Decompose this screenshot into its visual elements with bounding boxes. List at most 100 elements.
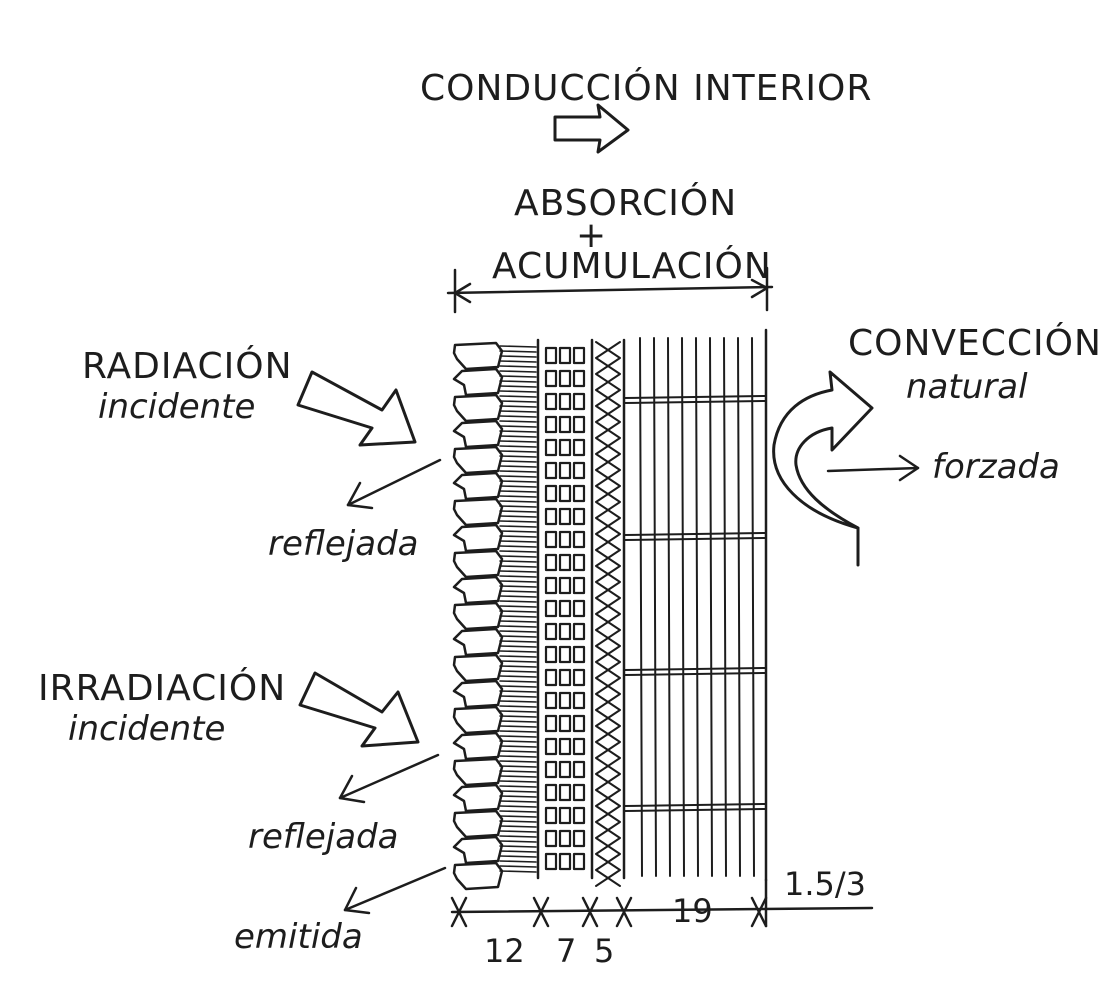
board-line	[653, 337, 657, 877]
brick-cell	[558, 691, 572, 710]
hatch-line	[499, 795, 537, 798]
hatch-line	[499, 540, 537, 543]
bottom-dimension-line	[450, 878, 874, 928]
hatch-line	[499, 865, 537, 868]
hatch-line	[499, 860, 537, 863]
hatch-line	[499, 725, 537, 728]
hatch-line	[499, 825, 537, 828]
brick-cell	[544, 783, 558, 802]
brick-cell	[544, 576, 558, 595]
top-dimension-line	[446, 266, 774, 314]
brick-cell	[544, 438, 558, 457]
hatch-line	[499, 740, 537, 743]
stone-block	[452, 549, 504, 579]
stone-block	[452, 341, 504, 371]
hatch-line	[499, 765, 537, 768]
brick-cell	[558, 530, 572, 549]
hatch-line	[499, 830, 537, 833]
stone-block	[452, 835, 504, 865]
brick-cell	[572, 346, 586, 365]
stone-block	[452, 419, 504, 449]
hatch-line	[499, 485, 537, 488]
label-plus: +	[576, 215, 607, 256]
hatch-line	[499, 480, 537, 483]
hatch-line	[499, 370, 537, 373]
hatch-line	[499, 630, 537, 633]
stone-block	[452, 601, 504, 631]
hatch-line	[499, 770, 537, 773]
hatch-line	[499, 430, 537, 433]
brick-cell	[558, 599, 572, 618]
hatch-line	[499, 695, 537, 698]
brick-cell	[544, 392, 558, 411]
brick-cell	[558, 484, 572, 503]
brick-cell	[544, 737, 558, 756]
brick-cell	[572, 507, 586, 526]
brick-cell	[558, 783, 572, 802]
hatch-line	[499, 685, 537, 688]
brick-cell	[544, 415, 558, 434]
brick-cell	[544, 852, 558, 871]
hatch-line	[499, 445, 537, 448]
hatch-line	[499, 350, 537, 353]
stone-block	[452, 731, 504, 761]
hatch-line	[499, 470, 537, 473]
brick-cell	[544, 645, 558, 664]
batten-line	[623, 395, 767, 399]
label-absorption: ABSORCIÓN	[514, 182, 737, 224]
brick-cell	[558, 737, 572, 756]
brick-cell	[572, 714, 586, 733]
hatch-line	[499, 465, 537, 468]
hatch-line	[499, 345, 537, 348]
insulation-zigzag	[595, 341, 621, 887]
hatch-line	[499, 675, 537, 678]
brick-cell	[544, 461, 558, 480]
irradiation-incident-arrow-icon	[298, 671, 420, 748]
stone-block	[452, 367, 504, 397]
hatch-line	[499, 745, 537, 748]
radiation-incident-arrow-icon	[296, 370, 417, 447]
brick-cell	[572, 668, 586, 687]
hatch-line	[499, 530, 537, 533]
hatch-line	[499, 700, 537, 703]
batten-line	[623, 808, 767, 812]
hatch-line	[499, 735, 537, 738]
label-radiation: RADIACIÓN	[82, 345, 293, 387]
brick-cell	[572, 691, 586, 710]
dimension-layer-4: 19	[672, 892, 713, 930]
hatch-line	[499, 455, 537, 458]
label-accumulation: ACUMULACIÓN	[492, 245, 772, 287]
wall-section	[452, 328, 768, 891]
hatch-line	[499, 405, 537, 408]
stone-block	[452, 653, 504, 683]
hatch-line	[499, 565, 537, 568]
brick-cell	[558, 346, 572, 365]
hatch-line	[499, 680, 537, 683]
brick-cell	[544, 346, 558, 365]
brick-cell	[572, 576, 586, 595]
stone-block	[452, 497, 504, 527]
brick-cell	[572, 783, 586, 802]
hatch-line	[499, 705, 537, 708]
hatch-line	[499, 415, 537, 418]
hatch-line	[499, 720, 537, 723]
radiation-reflected-arrow-icon	[346, 458, 442, 510]
label-emitted: emitida	[234, 917, 363, 957]
hatch-line	[499, 390, 537, 393]
brick-cell	[558, 507, 572, 526]
hatch-line	[499, 595, 537, 598]
label-radiation-reflected: reflejada	[268, 524, 418, 564]
brick-cell	[572, 484, 586, 503]
hatch-line	[499, 785, 537, 788]
dimension-layer-2: 7	[556, 932, 576, 970]
hatch-line	[499, 605, 537, 608]
brick-cell	[572, 392, 586, 411]
hatch-line	[499, 395, 537, 398]
hatch-line	[499, 710, 537, 713]
hatch-line	[499, 600, 537, 603]
hatch-line	[499, 555, 537, 558]
brick-cell	[572, 645, 586, 664]
hatch-line	[499, 495, 537, 498]
brick-cell	[544, 668, 558, 687]
